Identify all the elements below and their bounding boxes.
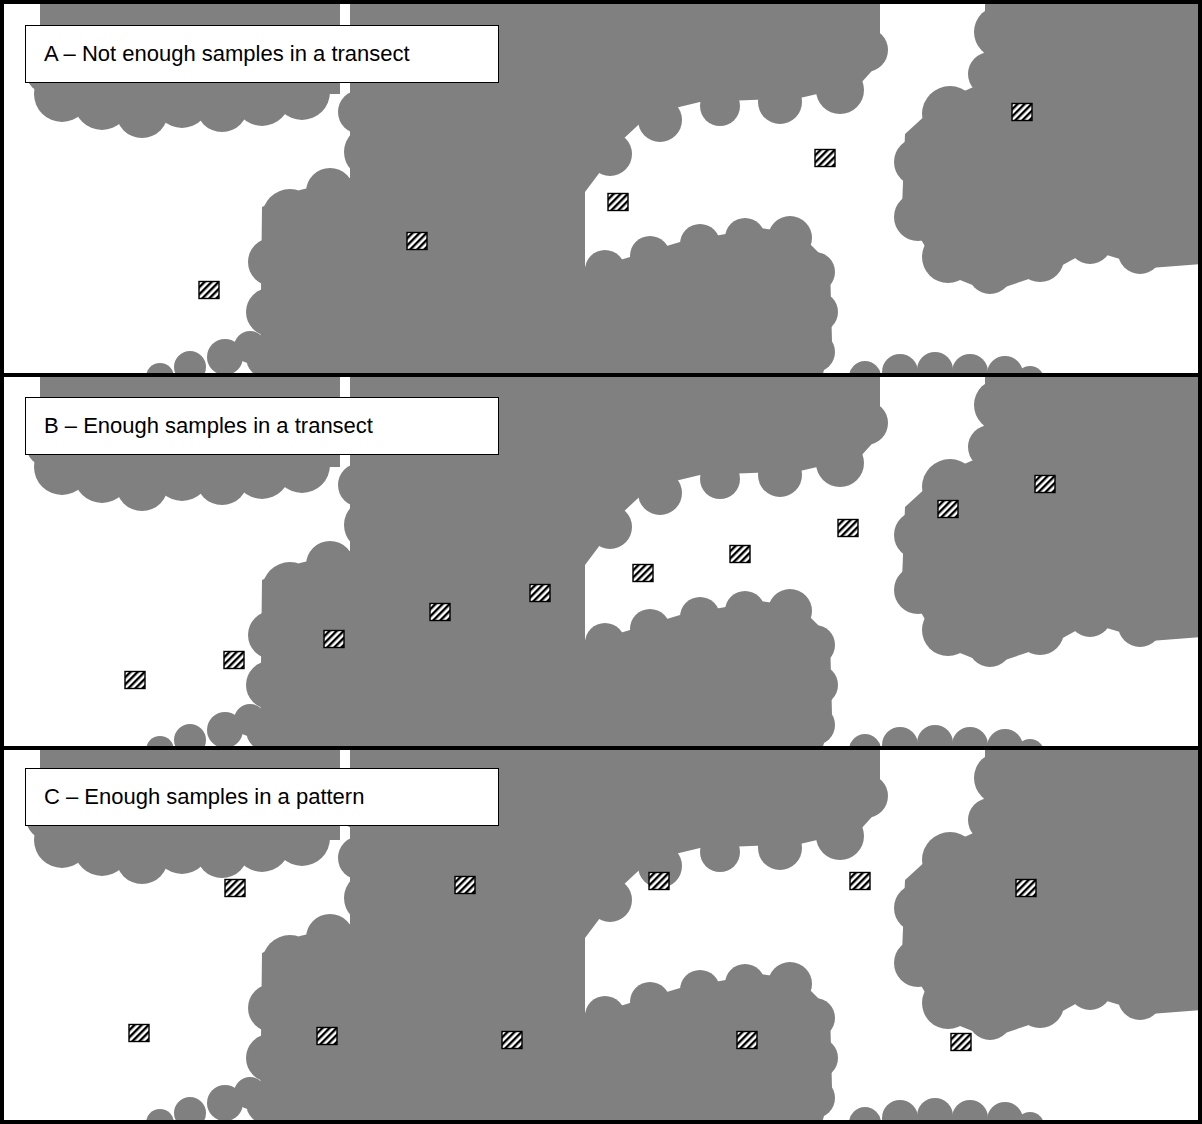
panel-title: C – Enough samples in a pattern (26, 784, 382, 810)
panel-label-box: C – Enough samples in a pattern (25, 768, 499, 826)
panel-label-box: A – Not enough samples in a transect (25, 25, 499, 83)
panel-title: A – Not enough samples in a transect (26, 41, 428, 67)
panel-title: B – Enough samples in a transect (26, 413, 391, 439)
panel-label-box: B – Enough samples in a transect (25, 397, 499, 455)
